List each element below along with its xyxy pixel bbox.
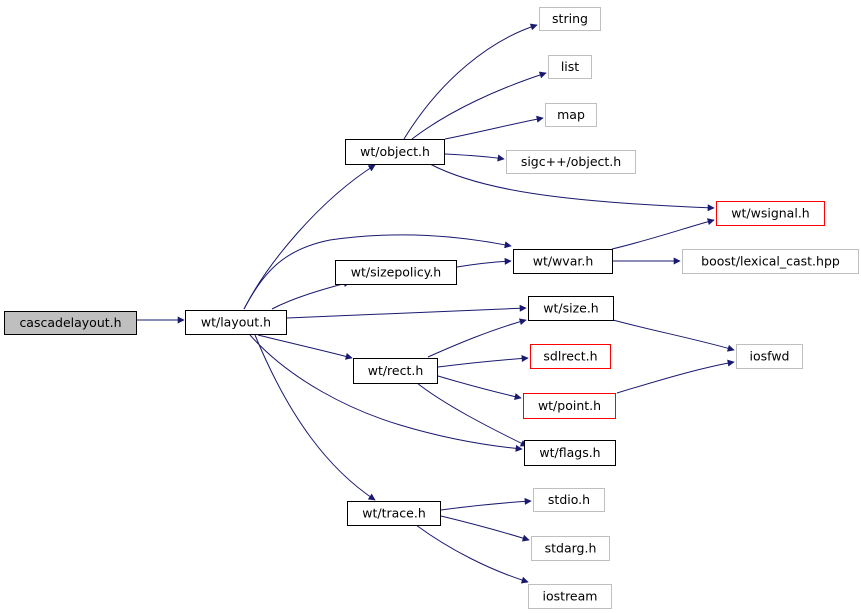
node-stdio[interactable]: stdio.h <box>533 488 605 512</box>
edge-object-to-wsignal <box>429 163 715 212</box>
edge-trace-to-iostream <box>415 524 529 584</box>
node-size[interactable]: wt/size.h <box>528 296 614 321</box>
node-trace[interactable]: wt/trace.h <box>347 501 441 526</box>
node-wsignal[interactable]: wt/wsignal.h <box>716 201 825 226</box>
node-label: wt/sizepolicy.h <box>351 265 442 280</box>
node-sigc[interactable]: sigc++/object.h <box>506 150 636 174</box>
edge-layout-to-rect <box>257 334 353 360</box>
edge-layout-to-flags <box>249 334 523 452</box>
node-label: iosfwd <box>750 349 790 364</box>
node-box[interactable] <box>682 249 859 274</box>
node-label: wt/size.h <box>543 301 598 316</box>
edge-trace-to-stdarg <box>440 515 530 542</box>
node-box[interactable] <box>185 310 287 335</box>
edge-rect-to-sdlrect <box>437 354 529 368</box>
node-box[interactable] <box>335 260 457 285</box>
node-label: boost/lexical_cast.hpp <box>701 254 840 269</box>
node-label: wt/wsignal.h <box>731 206 809 221</box>
node-label: stdio.h <box>548 492 590 507</box>
node-box[interactable] <box>513 249 613 274</box>
node-label: stdarg.h <box>545 541 597 556</box>
node-box[interactable] <box>506 150 636 174</box>
node-label: wt/flags.h <box>539 445 600 460</box>
node-stdarg[interactable]: stdarg.h <box>531 536 610 561</box>
node-label: string <box>552 11 588 26</box>
node-box[interactable] <box>736 344 803 369</box>
node-box[interactable] <box>523 393 616 419</box>
node-label: wt/point.h <box>538 398 601 413</box>
node-label: wt/rect.h <box>368 363 424 378</box>
edge-layout-to-size <box>286 304 527 319</box>
edge-rect-to-size <box>427 318 527 358</box>
node-box[interactable] <box>353 358 438 384</box>
node-sdlrect[interactable]: sdlrect.h <box>530 344 611 369</box>
node-box[interactable] <box>539 7 601 31</box>
node-iostream[interactable]: iostream <box>528 584 612 609</box>
nodes-group: cascadelayout.h wt/layout.h wt/object.h str… <box>4 7 859 609</box>
node-box[interactable] <box>347 501 441 526</box>
node-label: wt/object.h <box>360 144 430 159</box>
node-map[interactable]: map <box>545 103 597 127</box>
edge-layout-to-sizepolicy <box>271 280 351 310</box>
node-label: sigc++/object.h <box>521 154 621 169</box>
edge-layout-to-trace <box>254 334 376 501</box>
node-box[interactable] <box>524 440 616 466</box>
edge-object-to-string <box>403 23 538 140</box>
node-flags[interactable]: wt/flags.h <box>524 440 616 466</box>
node-box[interactable] <box>716 201 825 226</box>
node-box[interactable] <box>548 55 592 79</box>
node-label: cascadelayout.h <box>19 315 121 330</box>
node-box[interactable] <box>545 103 597 127</box>
node-point[interactable]: wt/point.h <box>523 393 616 419</box>
edge-object-to-list <box>411 71 547 140</box>
node-box[interactable] <box>345 139 445 165</box>
node-label: list <box>561 59 579 74</box>
edge-sizepolicy-to-wvar <box>456 257 512 268</box>
node-wvar[interactable]: wt/wvar.h <box>513 249 613 274</box>
node-iosfwd[interactable]: iosfwd <box>736 344 803 369</box>
node-layout[interactable]: wt/layout.h <box>185 310 287 335</box>
node-box[interactable] <box>531 536 610 561</box>
node-label: iostream <box>543 589 598 604</box>
node-box[interactable] <box>528 296 614 321</box>
node-label: wt/trace.h <box>362 506 426 521</box>
edge-layout-to-wvar <box>243 234 512 310</box>
node-label: map <box>557 107 585 122</box>
edge-rect-to-point <box>437 375 522 400</box>
node-string[interactable]: string <box>539 7 601 31</box>
edges-group <box>137 23 735 584</box>
edge-rect-to-flags <box>416 382 528 447</box>
edge-object-to-map <box>444 115 544 140</box>
node-lexical[interactable]: boost/lexical_cast.hpp <box>682 249 859 274</box>
edge-wvar-to-wsignal <box>611 218 715 250</box>
node-box[interactable] <box>533 488 605 512</box>
node-box[interactable] <box>530 344 611 369</box>
node-box[interactable] <box>528 584 612 609</box>
node-label: wt/layout.h <box>201 315 271 330</box>
node-rect[interactable]: wt/rect.h <box>353 358 438 384</box>
node-box[interactable] <box>4 311 137 335</box>
node-label: sdlrect.h <box>543 349 597 364</box>
node-object[interactable]: wt/object.h <box>345 139 445 165</box>
edge-point-to-iosfwd <box>616 359 735 394</box>
edge-trace-to-stdio <box>440 497 532 511</box>
edge-object-to-sigc <box>444 153 505 162</box>
node-label: wt/wvar.h <box>533 254 594 269</box>
node-list[interactable]: list <box>548 55 592 79</box>
node-sizepolicy[interactable]: wt/sizepolicy.h <box>335 260 457 285</box>
edge-size-to-iosfwd <box>612 319 735 352</box>
node-cascadelayout[interactable]: cascadelayout.h <box>4 311 137 335</box>
